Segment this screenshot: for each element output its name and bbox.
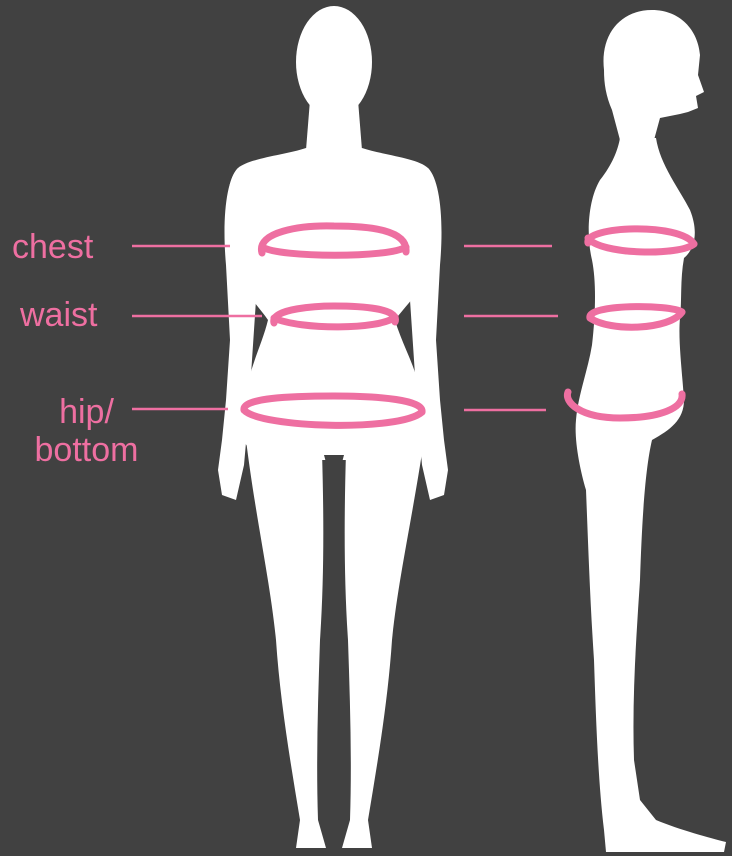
chest-label: chest — [12, 228, 93, 266]
hip-label-line1: hip/ — [24, 393, 149, 431]
waist-label: waist — [20, 296, 97, 334]
hip-label-line2: bottom — [24, 431, 149, 469]
hip-label: hip/ bottom — [24, 393, 149, 469]
side-silhouette — [576, 10, 726, 852]
